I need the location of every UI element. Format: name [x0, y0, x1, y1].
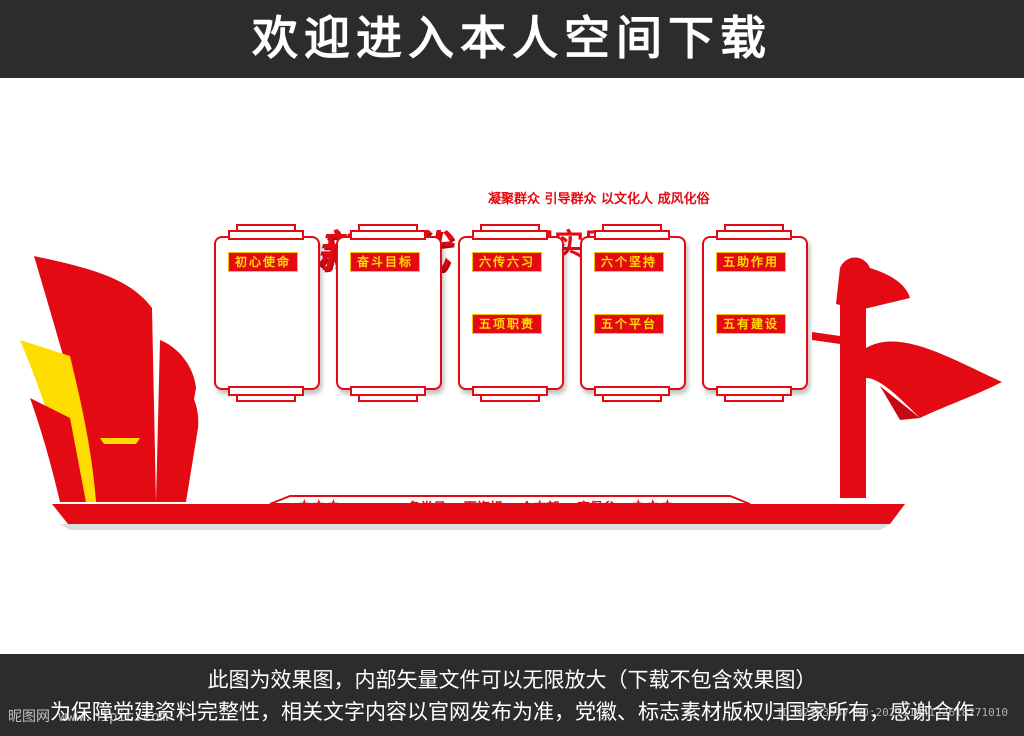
flag-text-follow: 跟党走: [132, 328, 148, 370]
panel-tag-2: 五个平台: [594, 314, 665, 334]
slogan: 凝聚群众 引导群众 以文化人 成风化俗: [488, 192, 710, 207]
footer-note-2: 为保障党建资料完整性，相关文字内容以官网发布为准，党徽、标志素材版权归国家所有，…: [50, 700, 974, 724]
design-board: 永远 跟党走 党在我心中 ★★ ★★ 新时代 文明实践中心 凝聚群众 引导群众 …: [0, 78, 1024, 654]
pillar-body: [840, 292, 866, 498]
panel-tag: 六个坚持: [594, 252, 665, 272]
panel-cap: [350, 230, 426, 240]
base-shadow: [60, 524, 890, 530]
panel-cap: [472, 230, 548, 240]
banner-title: 欢迎进入本人空间下载: [252, 11, 772, 65]
panel-cap: [594, 386, 670, 396]
panel-cap: [228, 230, 304, 240]
panel-cap: [716, 230, 792, 240]
motto-stars-left: ★★★: [298, 497, 342, 513]
panel-tag: 六传六习: [472, 252, 543, 272]
flag-plaque: [100, 438, 140, 444]
watermark-site: 昵图网 www.nipic.com: [8, 709, 169, 725]
motto: 一名党员 一面旗帜 一个支部 一座堡垒: [394, 501, 616, 516]
flag-text-heart: 党在我心中: [118, 378, 128, 423]
panel-cap: [228, 386, 304, 396]
flag-small: [30, 398, 86, 502]
flag-right-1: [156, 340, 196, 502]
base-strip: [52, 504, 905, 524]
panel-2: 奋斗目标: [336, 224, 442, 402]
panel-tag: 初心使命: [228, 252, 299, 272]
pillar-wing-left: [812, 332, 840, 344]
pillar-top: [836, 257, 910, 310]
panel-tag: 奋斗目标: [350, 252, 421, 272]
decor-shapes: [20, 256, 1002, 530]
panel-tag-2: 五有建设: [716, 314, 787, 334]
panel-5: 五助作用 五有建设: [702, 224, 808, 402]
top-banner: 欢迎进入本人空间下载: [0, 0, 1024, 78]
panel-cap: [716, 386, 792, 396]
ribbon-plate: [269, 495, 751, 505]
panel-cap: [472, 386, 548, 396]
footer-banner: 此图为效果图，内部矢量文件可以无限放大（下载不包含效果图） 为保障党建资料完整性…: [0, 654, 1024, 736]
panel-tag: 五助作用: [716, 252, 787, 272]
panel-cap: [350, 386, 426, 396]
watermark-id: ID:32183537 NO:20211104122618271010: [776, 706, 1008, 719]
pillar-sash: [866, 341, 1002, 418]
panel-tag-2: 五项职责: [472, 314, 543, 334]
panel-3: 六传六习 五项职责: [458, 224, 564, 402]
panel-4: 六个坚持 五个平台: [580, 224, 686, 402]
pillar-sash-tail: [880, 386, 920, 420]
motto-stars-right: ★★★: [632, 497, 676, 513]
panel-1: 初心使命: [214, 224, 320, 402]
flag-text-forever: 永远: [111, 320, 137, 364]
footer-note-1: 此图为效果图，内部矢量文件可以无限放大（下载不包含效果图）: [207, 668, 817, 692]
flag-right-2: [176, 378, 199, 502]
panel-cap: [594, 230, 670, 240]
